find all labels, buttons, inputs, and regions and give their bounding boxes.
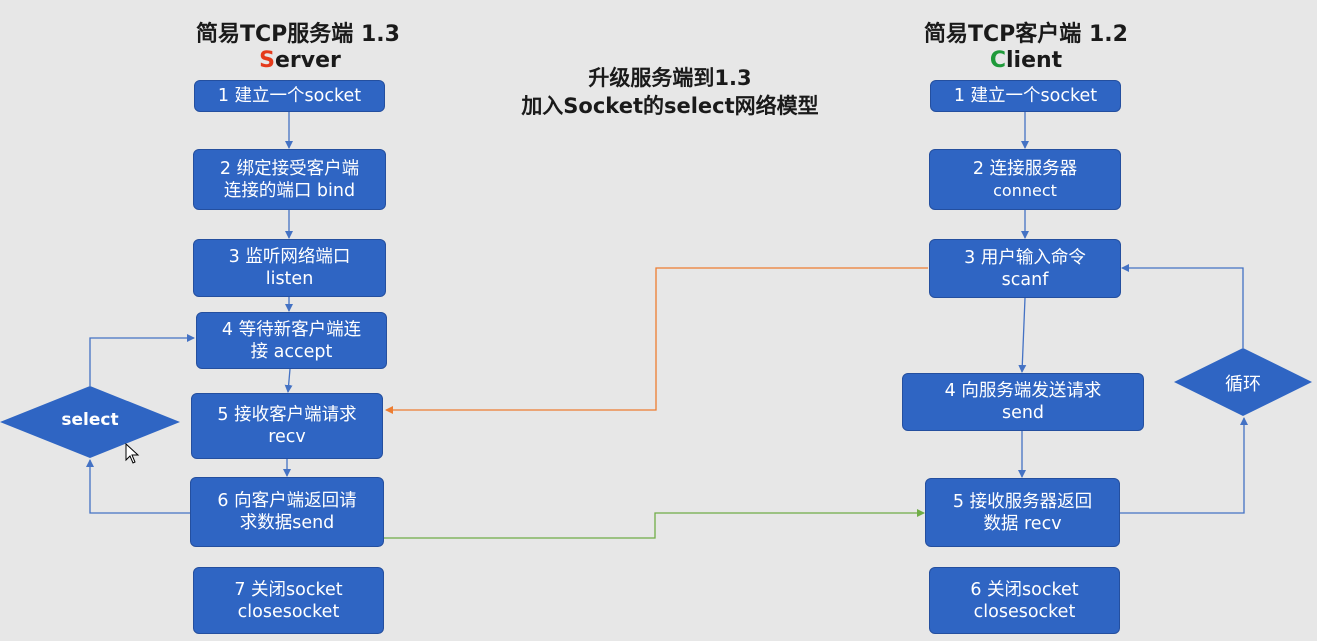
client-step-5-line2: 数据 recv [983, 513, 1062, 534]
select-loop-out [86, 459, 190, 514]
server-step-4: 4 等待新客户端连 接 accept [196, 312, 387, 369]
select-label: select [61, 410, 119, 430]
server-step-4-line1: 4 等待新客户端连 [221, 319, 362, 340]
server-title: 简易TCP服务端 1.3 [196, 22, 400, 47]
client-step-5: 5 接收服务器返回 数据 recv [925, 478, 1120, 547]
select-loop-in [89, 334, 195, 386]
client-step-6: 6 关闭socket closesocket [929, 567, 1120, 634]
server-step-1: 1 建立一个socket [194, 80, 385, 112]
client-step-4: 4 向服务端发送请求 send [902, 373, 1144, 431]
loop-label: 循环 [1225, 374, 1261, 395]
server-step-5-line1: 5 接收客户端请求 [217, 405, 357, 425]
client-loop-out [1120, 417, 1248, 514]
client-step-4-line1: 4 向服务端发送请求 [944, 381, 1102, 401]
request-arrow [385, 267, 928, 414]
center-title-line2: 加入Socket的select网络模型 [521, 94, 819, 118]
client-loop-in [1121, 264, 1244, 348]
server-subtitle: Server [240, 48, 360, 73]
client-arrow-3-4 [1018, 297, 1027, 373]
client-subtitle: Client [966, 48, 1086, 73]
server-step-4-line2: 接 accept [250, 341, 333, 362]
response-arrow [384, 509, 925, 539]
client-step-2-line2: connect [993, 180, 1057, 200]
server-subtitle-rest: erver [274, 48, 341, 73]
client-step-6-line2: closesocket [973, 601, 1076, 622]
server-step-3-line1: 3 监听网络端口 [228, 247, 351, 267]
center-title-line1: 升级服务端到1.3 [588, 66, 752, 90]
server-step-7: 7 关闭socket closesocket [193, 567, 384, 634]
server-step-2-line2: 连接的端口 bind [223, 180, 356, 201]
client-step-2-line1: 2 连接服务器 [972, 158, 1078, 179]
client-step-3: 3 用户输入命令 scanf [929, 239, 1121, 298]
server-step-6: 6 向客户端返回请 求数据send [190, 477, 384, 547]
mouse-cursor-icon [125, 443, 140, 464]
client-step-5-line1: 5 接收服务器返回 [952, 491, 1093, 512]
client-step-1-text: 1 建立一个socket [953, 86, 1098, 106]
client-step-2: 2 连接服务器 connect [929, 149, 1121, 210]
client-step-4-line2: send [1001, 403, 1045, 423]
server-step-1-text: 1 建立一个socket [217, 86, 362, 106]
select-diamond [0, 386, 180, 458]
loop-diamond [1174, 348, 1312, 416]
server-step-5: 5 接收客户端请求 recv [191, 393, 383, 459]
server-arrow-4-5 [284, 368, 293, 393]
client-subtitle-rest: lient [1005, 48, 1063, 73]
client-step-1: 1 建立一个socket [930, 80, 1121, 112]
server-step-2-line1: 2 绑定接受客户端 [219, 158, 360, 179]
client-title: 简易TCP客户端 1.2 [924, 22, 1128, 47]
client-step-3-line2: scanf [1001, 269, 1049, 290]
server-step-6-line1: 6 向客户端返回请 [217, 491, 357, 511]
client-step-6-line1: 6 关闭socket [970, 579, 1079, 600]
client-step-3-line1: 3 用户输入命令 [964, 247, 1086, 268]
server-step-5-line2: recv [268, 427, 306, 447]
server-step-3-line2: listen [265, 269, 314, 289]
server-step-7-line1: 7 关闭socket [234, 579, 343, 600]
server-subtitle-first-letter: S [259, 48, 275, 73]
center-title: 升级服务端到1.3 加入Socket的select网络模型 [490, 64, 850, 120]
server-step-7-line2: closesocket [237, 601, 340, 622]
client-subtitle-first-letter: C [989, 48, 1006, 73]
server-step-3: 3 监听网络端口 listen [193, 239, 386, 297]
server-step-6-line2: 求数据send [239, 513, 335, 533]
server-step-2: 2 绑定接受客户端 连接的端口 bind [193, 149, 386, 210]
